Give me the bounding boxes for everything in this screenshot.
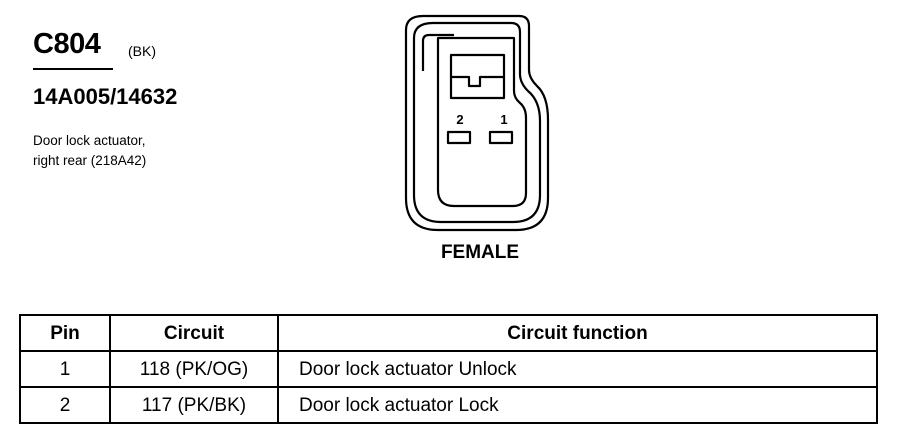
row-circuit-function: Door lock actuator Lock [277, 386, 878, 424]
header-circuit: Circuit [109, 314, 279, 352]
latch-channel [421, 33, 454, 71]
pin-1-label: 1 [500, 112, 507, 127]
connector-description: Door lock actuator, right rear (218A42) [33, 131, 146, 171]
latch-lock-block [449, 53, 506, 100]
table-row: 2 117 (PK/BK) Door lock actuator Lock [19, 386, 878, 424]
table-row: 1 118 (PK/OG) Door lock actuator Unlock [19, 350, 878, 388]
row-pin: 2 [19, 386, 111, 424]
description-line-1: Door lock actuator, [33, 133, 146, 148]
pin-2-label: 2 [456, 112, 463, 127]
connector-id: C804 [33, 28, 101, 60]
connector-housing-inner [412, 21, 542, 224]
header-pin: Pin [19, 314, 111, 352]
row-pin: 1 [19, 350, 111, 388]
pin-2-cavity [446, 130, 472, 145]
row-circuit: 118 (PK/OG) [109, 350, 279, 388]
connector-id-underline [33, 68, 113, 70]
connector-housing-outer [404, 14, 550, 232]
row-circuit-function: Door lock actuator Unlock [277, 350, 878, 388]
description-line-2: right rear (218A42) [33, 153, 147, 168]
connector-color-code: (BK) [128, 43, 156, 59]
part-numbers: 14A005/14632 [33, 84, 178, 109]
row-circuit: 117 (PK/BK) [109, 386, 279, 424]
latch-notch [451, 75, 504, 88]
pinout-table: Pin Circuit Circuit function 1 118 (PK/O… [19, 314, 878, 424]
connector-face-diagram: 2 1 [404, 14, 550, 232]
pin-1-cavity [488, 130, 514, 145]
connector-face-body [436, 36, 528, 208]
connector-gender-label: FEMALE [440, 242, 520, 263]
table-header-row: Pin Circuit Circuit function [19, 314, 878, 352]
header-circuit-function: Circuit function [277, 314, 878, 352]
